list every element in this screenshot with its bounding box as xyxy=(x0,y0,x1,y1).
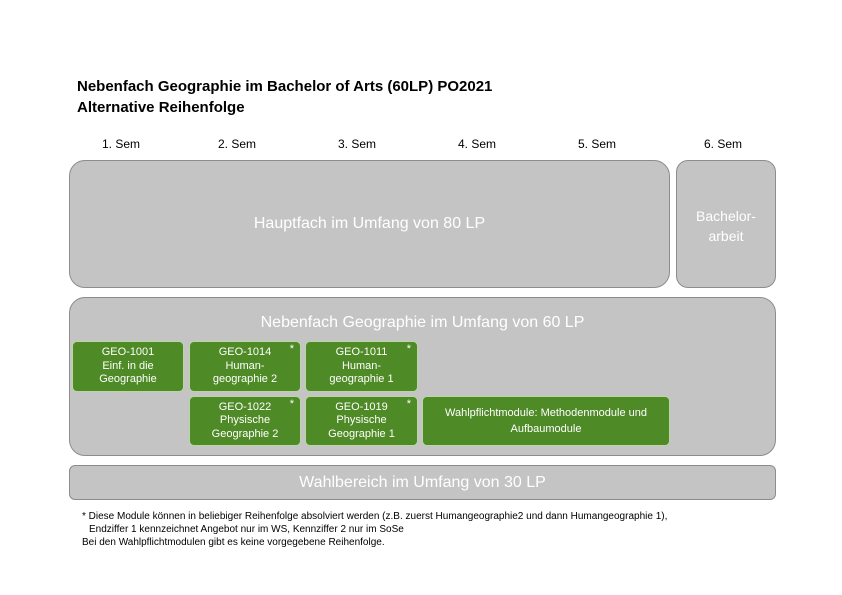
module-code: GEO-1019 xyxy=(335,400,388,413)
module-line1: Human- xyxy=(341,359,382,372)
asterisk-mark: * xyxy=(406,343,411,355)
module-line2: geographie 2 xyxy=(212,373,278,386)
wahlbereich-label: Wahlbereich im Umfang von 30 LP xyxy=(299,474,546,491)
module-code: GEO-1014 xyxy=(218,346,272,359)
module-line2: Geographie 1 xyxy=(328,427,395,440)
module-line1: Physische xyxy=(219,414,271,427)
module-wahlpflicht: Wahlpflichtmodule: Methodenmodule und Au… xyxy=(422,396,670,446)
module-geo-1011: * GEO-1011 Human- geographie 1 xyxy=(305,341,418,392)
hauptfach-label: Hauptfach im Umfang von 80 LP xyxy=(253,215,486,232)
module-line2: geographie 1 xyxy=(329,373,394,386)
asterisk-mark: * xyxy=(406,398,411,410)
footnote-line-3: Bei den Wahlpflichtmodulen gibt es keine… xyxy=(82,537,385,548)
semester-6-header: 6. Sem xyxy=(703,137,742,151)
semester-1-header: 1. Sem xyxy=(101,137,140,151)
module-line2: Geographie xyxy=(99,373,157,386)
semester-5-header: 5. Sem xyxy=(577,137,616,151)
module-line2: Geographie 2 xyxy=(211,427,279,440)
module-code: GEO-1011 xyxy=(335,346,388,359)
module-geo-1014: * GEO-1014 Human- geographie 2 xyxy=(189,341,301,392)
bachelorarbeit-line1: Bachelor- xyxy=(696,208,756,224)
bachelorarbeit-box: Bachelor- arbeit xyxy=(676,160,776,288)
module-geo-1019: * GEO-1019 Physische Geographie 1 xyxy=(305,396,418,446)
footnote-line-2: Endziffer 1 kennzeichnet Angebot nur im … xyxy=(89,524,404,535)
bachelorarbeit-label: Bachelor- arbeit xyxy=(677,206,775,246)
module-code: GEO-1022 xyxy=(218,400,272,413)
semester-2-header: 2. Sem xyxy=(217,137,256,151)
semester-4-header: 4. Sem xyxy=(457,137,496,151)
nebenfach-label: Nebenfach Geographie im Umfang von 60 LP xyxy=(260,314,585,331)
asterisk-mark: * xyxy=(289,343,294,355)
module-line1: Physische xyxy=(336,414,387,427)
module-code: GEO-1001 xyxy=(101,346,155,359)
asterisk-mark: * xyxy=(289,398,294,410)
wahlbereich-box: Wahlbereich im Umfang von 30 LP xyxy=(69,465,776,500)
page-subtitle: Alternative Reihenfolge xyxy=(77,99,245,116)
module-line1: Human- xyxy=(225,359,265,372)
semester-3-header: 3. Sem xyxy=(337,137,376,151)
module-line1: Wahlpflichtmodule: Methodenmodule und xyxy=(445,407,647,419)
module-line1: Einf. in die xyxy=(102,359,154,372)
module-line2: Aufbaumodule xyxy=(510,423,582,435)
footnote-line-1: * Diese Module können in beliebiger Reih… xyxy=(82,511,668,522)
hauptfach-box: Hauptfach im Umfang von 80 LP xyxy=(69,160,670,288)
page-title: Nebenfach Geographie im Bachelor of Arts… xyxy=(77,78,493,95)
module-geo-1022: * GEO-1022 Physische Geographie 2 xyxy=(189,396,301,446)
module-geo-1001: GEO-1001 Einf. in die Geographie xyxy=(72,341,184,392)
bachelorarbeit-line2: arbeit xyxy=(708,228,744,244)
